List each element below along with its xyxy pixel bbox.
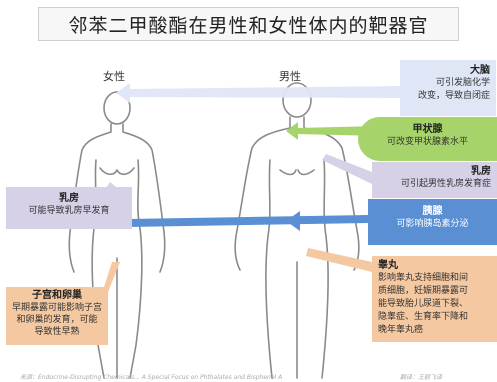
male-figure <box>234 82 360 379</box>
pancreas-arrow <box>124 215 368 227</box>
thyroid-name: 甲状腺 <box>412 124 443 135</box>
testis-desc-line-2: 质细胞，妊娠期暴露可 <box>378 286 469 296</box>
uterus-name: 子宫和卵巢 <box>32 290 82 301</box>
source-citation: 来源：Endocrine-Disrupting Chemicals... A S… <box>20 374 283 381</box>
brain-name: 大脑 <box>470 65 490 76</box>
male-label: 男性 <box>279 70 301 83</box>
testis-desc-line-4: 隐睾症、生育率下降和 <box>378 312 469 322</box>
breast-male-box: 乳房 可引起男性乳房发育症 <box>372 162 497 198</box>
breast-female-desc: 可能导致乳房早发育 <box>28 206 110 216</box>
testis-desc-line-3: 能导致胎儿尿道下裂、 <box>378 299 469 309</box>
pancreas-name: 胰腺 <box>422 206 443 217</box>
uterus-desc-line-2: 和卵巢的发育，可能 <box>16 315 98 325</box>
diagram-title: 邻苯二甲酸酯在男性和女性体内的靶器官 <box>38 7 459 41</box>
brain-arrow-head <box>116 83 130 103</box>
pancreas-arrow-head <box>286 211 300 231</box>
uterus-desc-line-3: 导致性早熟 <box>34 327 80 337</box>
breast-male-desc: 可引起男性乳房发育症 <box>400 179 491 189</box>
pancreas-box: 胰腺 可影响胰岛素分泌 <box>368 199 497 245</box>
pancreas-desc: 可影响胰岛素分泌 <box>396 219 469 229</box>
testis-name: 睾丸 <box>378 260 398 271</box>
uterus-box: 子宫和卵巢 早期暴露可能影响子宫 和卵巢的发育，可能 导致性早熟 <box>6 287 108 345</box>
breast-female-box: 乳房 可能导致乳房早发育 <box>6 187 132 229</box>
female-label: 女性 <box>103 70 125 83</box>
brain-box: 大脑 可引发脑化学 改变，导致自闭症 <box>400 60 496 116</box>
breast-female-name: 乳房 <box>59 193 79 204</box>
thyroid-arrow-head <box>286 122 298 140</box>
thyroid-desc: 可改变甲状腺素水平 <box>386 137 468 147</box>
brain-arrow <box>130 86 400 98</box>
testis-desc-line-1: 影响睾丸支持细胞和间 <box>378 273 469 283</box>
breast-male-name: 乳房 <box>471 166 491 177</box>
uterus-desc-line-1: 早期暴露可能影响子宫 <box>11 303 102 313</box>
testis-arrow <box>306 248 372 272</box>
brain-desc-line-1: 可引发脑化学 <box>435 78 490 88</box>
testis-box: 睾丸 影响睾丸支持细胞和间 质细胞，妊娠期暴露可 能导致胎儿尿道下裂、 隐睾症、… <box>372 256 497 342</box>
testis-desc-line-5: 晚年睾丸癌 <box>378 325 424 335</box>
translator-credit: 翻译：王鹤飞译 <box>400 374 443 381</box>
breast-male-arrow <box>322 154 372 184</box>
thyroid-box: 甲状腺 可改变甲状腺素水平 <box>358 117 497 161</box>
brain-desc-line-2: 改变，导致自闭症 <box>417 91 490 101</box>
